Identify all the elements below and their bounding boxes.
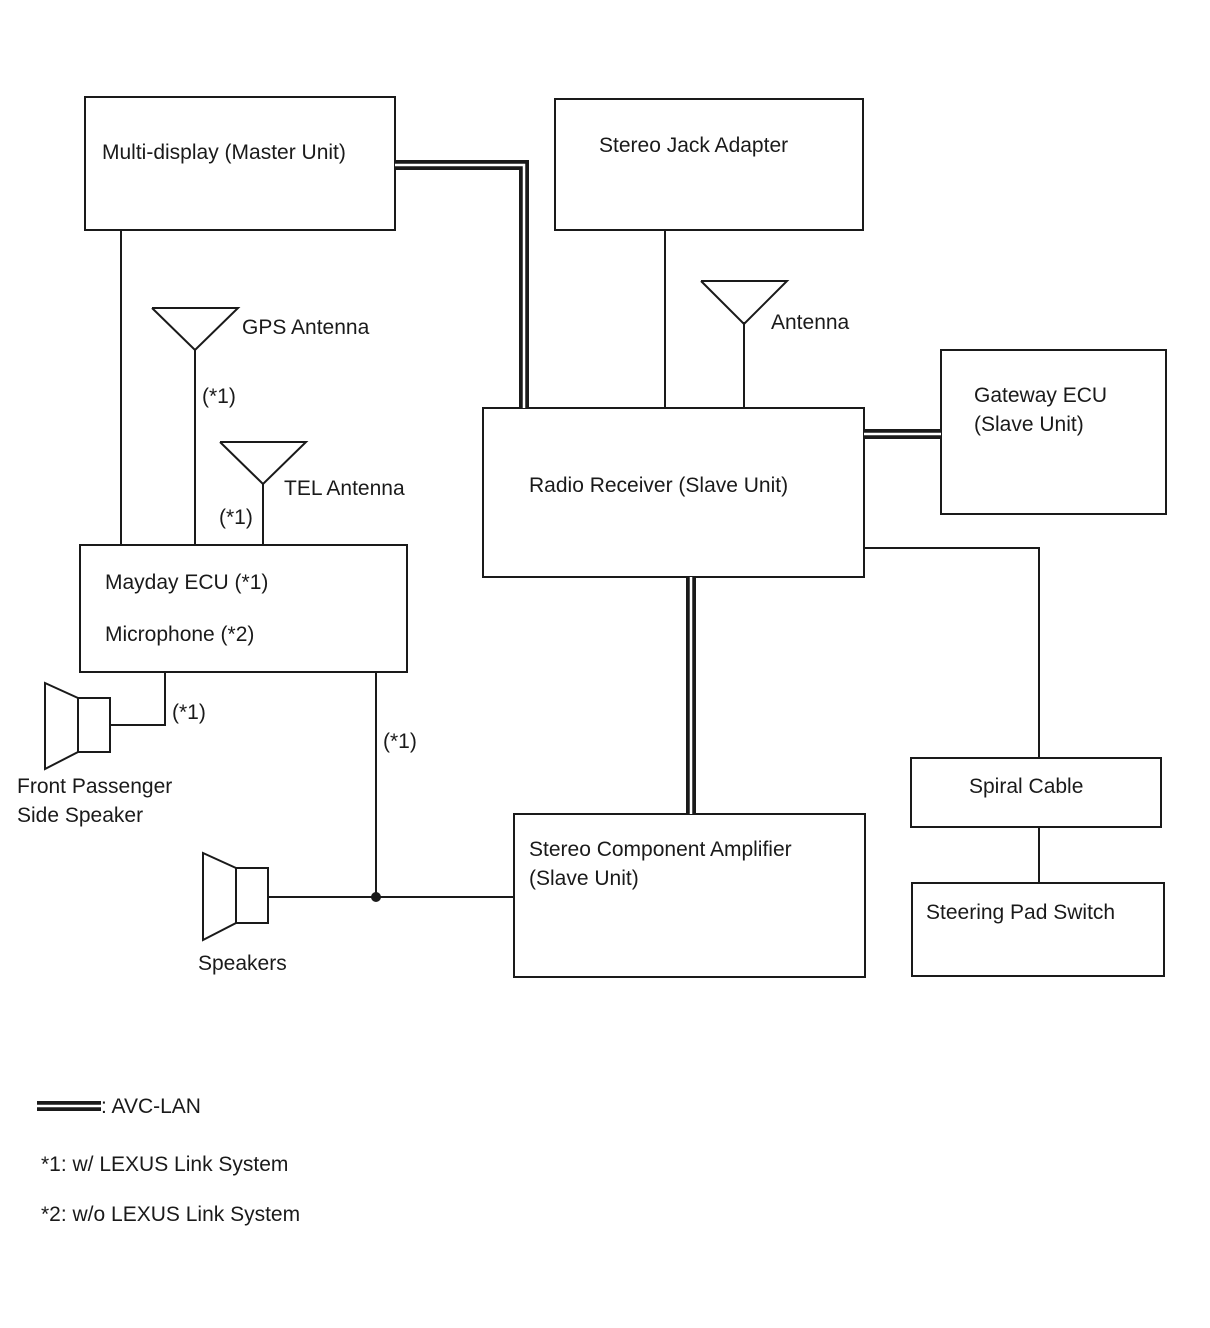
speakers-icon [202, 851, 269, 942]
radio-receiver-label: Radio Receiver (Slave Unit) [529, 474, 788, 497]
radio-antenna-icon [700, 280, 790, 326]
multi-display-label: Multi-display (Master Unit) [102, 141, 346, 164]
front-speaker-wire-note: (*1) [172, 701, 206, 724]
stereo-jack-adapter-label: Stereo Jack Adapter [599, 134, 788, 157]
speakers-wire-note: (*1) [383, 730, 417, 753]
avc-lan-multidisplay-radio [395, 160, 529, 408]
steering-pad-switch-box [911, 882, 1165, 977]
stereo-amplifier-label-line2: (Slave Unit) [529, 867, 639, 890]
speakers-label: Speakers [198, 952, 287, 975]
gps-wire-note: (*1) [202, 385, 236, 408]
gateway-ecu-label-line1: Gateway ECU [974, 384, 1107, 407]
wire-mayday-front-speaker [110, 672, 166, 726]
front-passenger-speaker-label-line2: Side Speaker [17, 804, 143, 827]
mayday-ecu-box [79, 544, 408, 673]
tel-antenna-icon [219, 441, 309, 486]
gateway-ecu-box [940, 349, 1167, 515]
legend-note-1: *1: w/ LEXUS Link System [41, 1153, 288, 1176]
steering-pad-switch-label: Steering Pad Switch [926, 901, 1115, 924]
mayday-ecu-label: Mayday ECU (*1) [105, 571, 268, 594]
stereo-component-amplifier-box [513, 813, 866, 978]
gps-antenna-label: GPS Antenna [242, 316, 370, 339]
tel-antenna-label: TEL Antenna [284, 477, 405, 500]
radio-receiver-box [482, 407, 865, 578]
radio-antenna-label: Antenna [771, 311, 850, 334]
avc-lan-legend-label: : AVC-LAN [101, 1095, 201, 1118]
front-passenger-speaker-icon [44, 681, 111, 771]
spiral-cable-label: Spiral Cable [969, 775, 1083, 798]
wire-junction-dot [371, 892, 381, 902]
multi-display-box [84, 96, 396, 231]
stereo-jack-adapter-box [554, 98, 864, 231]
gateway-ecu-label-line2: (Slave Unit) [974, 413, 1084, 436]
legend-note-2: *2: w/o LEXUS Link System [41, 1203, 300, 1226]
stereo-amplifier-label-line1: Stereo Component Amplifier [529, 838, 792, 861]
tel-wire-note: (*1) [219, 506, 253, 529]
microphone-label: Microphone (*2) [105, 623, 254, 646]
gps-antenna-icon [151, 307, 241, 352]
spiral-cable-box [910, 757, 1162, 828]
wire-radio-spiral [864, 547, 1040, 758]
front-passenger-speaker-label-line1: Front Passenger [17, 775, 172, 798]
